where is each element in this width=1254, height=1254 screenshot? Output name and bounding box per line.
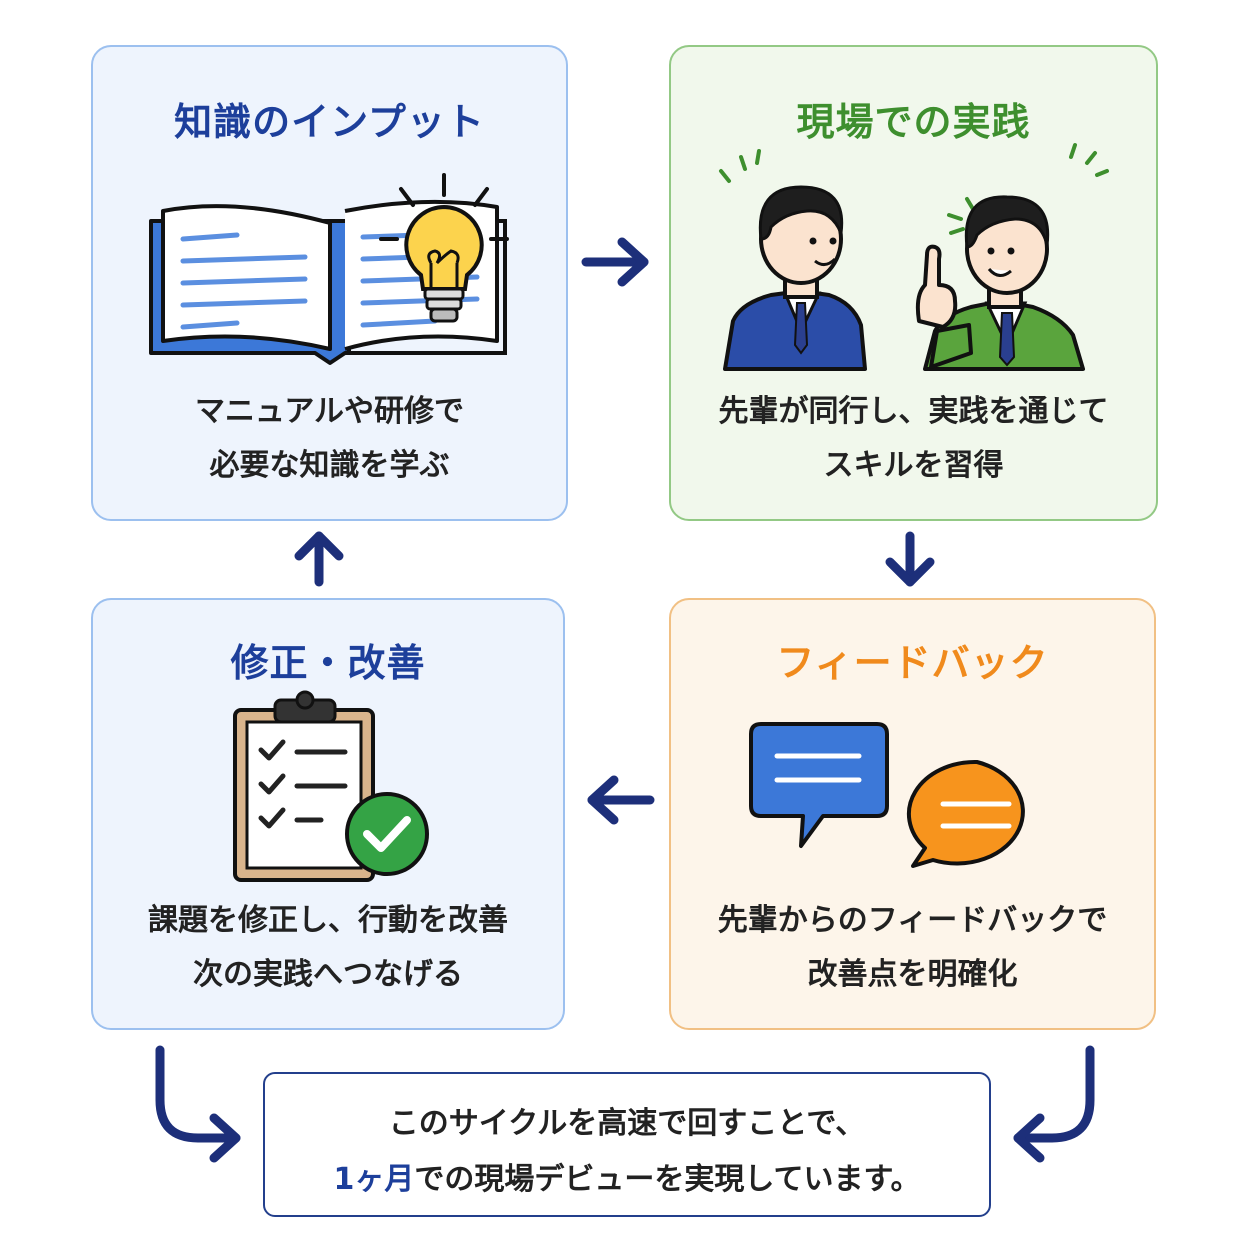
step-card-improve: 修正・改善 課題を修正し、行動を改善 次の実践へつなげる <box>91 598 565 1030</box>
speech-bubble-icon <box>906 759 1025 868</box>
arrow-right-icon <box>581 237 649 287</box>
step-card-practice: 現場での実践 <box>669 45 1158 521</box>
step-desc-improve: 課題を修正し、行動を改善 次の実践へつなげる <box>148 903 508 992</box>
summary-box: このサイクルを高速で回すことで、 1ヶ月での現場デビューを実現しています。 <box>263 1072 991 1217</box>
step-title-practice: 現場での実践 <box>796 100 1031 144</box>
clipboard-checklist-icon <box>233 690 429 882</box>
light-bulb-icon <box>379 173 509 323</box>
step-title-input: 知識のインプット <box>174 100 485 144</box>
summary-line-2-rest: での現場デビューを実現しています。 <box>414 1162 921 1197</box>
step-title-improve: 修正・改善 <box>230 641 426 685</box>
step-card-feedback: フィードバック 先輩からのフィードバックで 改善点を明確化 <box>669 598 1156 1030</box>
step-desc-practice: 先輩が同行し、実践を通じて スキルを習得 <box>718 394 1109 483</box>
step-desc-input: マニュアルや研修で 必要な知識を学ぶ <box>194 394 465 483</box>
step-title-feedback: フィードバック <box>776 641 1049 685</box>
pointing-businessman-icon <box>915 195 1085 371</box>
two-businessmen-icon <box>719 143 1109 371</box>
summary-line-2: 1ヶ月での現場デビューを実現しています。 <box>265 1154 989 1198</box>
businessman-icon <box>723 185 867 371</box>
check-circle-icon <box>345 792 429 876</box>
step-desc-feedback: 先輩からのフィードバックで 改善点を明確化 <box>717 903 1108 992</box>
speech-bubbles-icon <box>749 722 1025 868</box>
arrow-left-icon <box>587 775 655 825</box>
arrow-up-icon <box>294 531 344 587</box>
curved-arrow-right-icon <box>1013 1045 1095 1163</box>
arrow-down-icon <box>885 531 935 587</box>
summary-highlight: 1ヶ月 <box>333 1162 415 1197</box>
curved-arrow-left-icon <box>155 1045 241 1163</box>
summary-line-1: このサイクルを高速で回すことで、 <box>388 1106 866 1141</box>
speech-bubble-icon <box>749 722 889 848</box>
step-card-input: 知識のインプット <box>91 45 568 521</box>
